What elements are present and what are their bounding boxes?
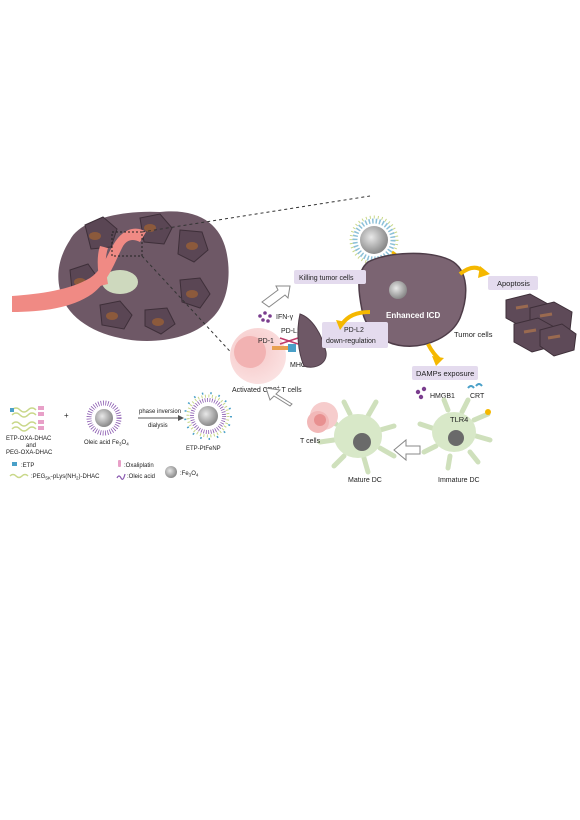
damps-exposure-box	[412, 366, 478, 380]
arrow-to-apoptosis-head	[478, 266, 490, 278]
legend-fe3o4-label: :Fe3O4	[180, 471, 199, 478]
polymer-line2: and	[26, 443, 36, 449]
legend-oxaliplatin-icon	[118, 460, 121, 467]
polymer-strands-icon	[10, 406, 44, 432]
tumor-cells-label: Tumor cells	[454, 330, 493, 339]
polymer-line3: PEG-OXA-DHAC	[6, 450, 53, 456]
zoom-line-top	[141, 195, 371, 233]
arrow-to-damps-head	[432, 356, 444, 366]
open-arrow-maturation	[393, 438, 421, 462]
activated-cd8-label: Activated CD8+ T cells	[232, 385, 302, 394]
damps-exposure-label: DAMPs exposure	[416, 369, 474, 378]
blood-vessel-icon	[12, 228, 146, 312]
pdl2-downregulation-box	[322, 322, 388, 348]
apoptosis-box	[488, 276, 538, 290]
blood-vessel-branch	[97, 246, 108, 286]
dendritic-cell-icon	[417, 397, 493, 471]
open-arrow-t-cell-activation	[265, 387, 293, 407]
zoom-box	[111, 231, 143, 257]
mature-dc-label: Mature DC	[348, 477, 382, 484]
legend-fe3o4-icon	[165, 466, 177, 478]
nanoparticle-icon	[349, 215, 399, 265]
legend-oleic-icon	[116, 473, 126, 480]
plus-sign: +	[64, 411, 69, 420]
legend-peg-icon	[9, 473, 29, 479]
hmgb1-dots	[415, 386, 427, 400]
pdl2-label: PD-L2	[281, 328, 301, 335]
tumor-fragment	[297, 313, 327, 368]
ifn-gamma-dots	[258, 311, 272, 323]
legend-peg-label: :PEG5K-pLys(NH2)-DHAC	[31, 474, 100, 481]
crt-label: CRT	[470, 393, 485, 400]
arrow-to-pdl2-downregulation-head	[336, 320, 346, 330]
legend-oleic-label: :Oleic acid	[127, 474, 155, 480]
pd1-label: PD-1	[258, 338, 274, 345]
oleic-fe3o4-label: Oleic acid Fe3O4	[84, 440, 129, 447]
legend-etp-icon	[12, 462, 17, 466]
crt-icon	[467, 383, 483, 389]
pdl2-downregulation-line1: PD-L2	[344, 327, 364, 334]
tlr4-label: TLR4	[450, 415, 468, 424]
mhc-label: MHC	[290, 362, 306, 369]
apoptosis-label: Apoptosis	[497, 279, 530, 288]
polymer-line1: ETP-OXA-DHAC	[6, 436, 52, 442]
naive-t-cells	[307, 402, 338, 433]
apoptotic-cells	[505, 293, 577, 357]
pdl2-downregulation-line2: down-regulation	[326, 338, 376, 345]
ifn-gamma-label: IFN-γ	[276, 314, 294, 321]
phase-inversion-label: phase inversion	[139, 409, 181, 415]
enhanced-icd-label: Enhanced ICD	[386, 311, 440, 320]
killing-tumor-cells-box	[294, 270, 366, 284]
etp-ptfenp-label: ETP-PtFeNP	[186, 446, 221, 452]
legend-etp-label: :ETP	[21, 463, 34, 469]
mature-dendritic-cell	[317, 399, 397, 475]
etp-ptfenp-icon	[184, 392, 232, 440]
killing-tumor-cells-label: Killing tumor cells	[299, 275, 354, 282]
open-arrow-killing	[261, 285, 291, 308]
receptor-complex	[272, 337, 299, 352]
legend-oxaliplatin-label: :Oxaliplatin	[124, 463, 154, 469]
t-cells-label: T cells	[300, 438, 321, 445]
dialysis-label: dialysis	[148, 423, 168, 429]
oleic-fe3o4-icon	[86, 400, 122, 436]
immature-dc-label: Immature DC	[438, 477, 480, 484]
t-cell-icon	[230, 328, 286, 384]
hmgb1-label: HMGB1	[430, 393, 455, 400]
